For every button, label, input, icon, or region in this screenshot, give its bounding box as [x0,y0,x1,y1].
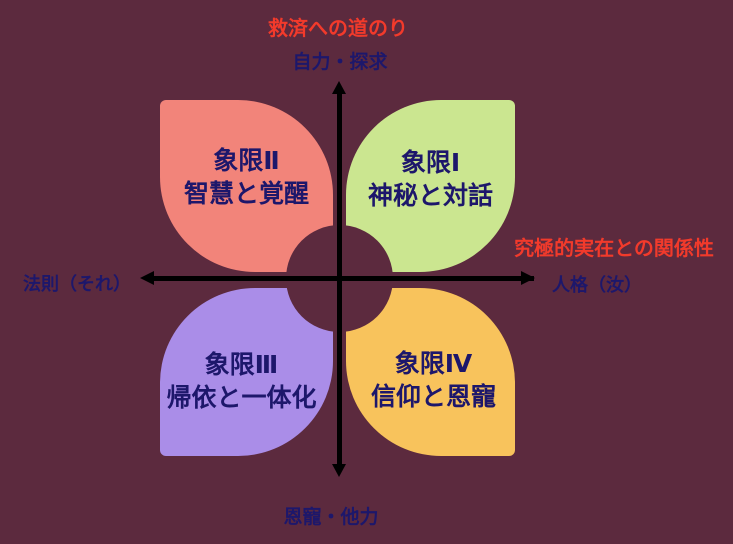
quadrant-2-petal: 象限Ⅱ 智慧と覚醒 [160,100,333,272]
left-arrowhead-icon [140,271,154,285]
quadrant-1-label: 象限Ⅰ 神秘と対話 [368,146,493,212]
up-arrowhead-icon [332,81,346,94]
quadrant-1-title: 象限Ⅰ [400,148,461,177]
quadrant-2-label: 象限Ⅱ 智慧と覚醒 [184,144,309,210]
vertical-axis-caption: 救済への道のり [268,16,408,40]
quadrant-2-subtitle: 智慧と覚醒 [183,179,309,208]
right-arrowhead-icon [521,271,535,285]
down-arrowhead-icon [332,464,346,477]
horizontal-axis-left-label: 法則（それ） [23,274,131,295]
quadrant-2-title: 象限Ⅱ [213,146,280,175]
quadrant-3-title: 象限Ⅲ [204,350,279,379]
horizontal-axis-line [152,276,534,281]
vertical-axis-line [337,92,342,466]
quadrant-3-label: 象限Ⅲ 帰依と一体化 [166,348,316,414]
quadrant-1-subtitle: 神秘と対話 [367,181,493,210]
horizontal-axis-right-label: 人格（汝） [552,275,642,296]
vertical-axis-top-label: 自力・探求 [292,51,388,73]
horizontal-axis-caption: 究極的実在との関係性 [514,236,714,260]
quadrant-4-subtitle: 信仰と恩寵 [370,382,496,411]
quadrant-4-title: 象限Ⅳ [394,349,473,378]
vertical-axis-bottom-label: 恩寵・他力 [283,506,379,528]
quadrant-4-label: 象限Ⅳ 信仰と恩寵 [371,347,496,413]
quadrant-3-subtitle: 帰依と一体化 [166,383,317,412]
